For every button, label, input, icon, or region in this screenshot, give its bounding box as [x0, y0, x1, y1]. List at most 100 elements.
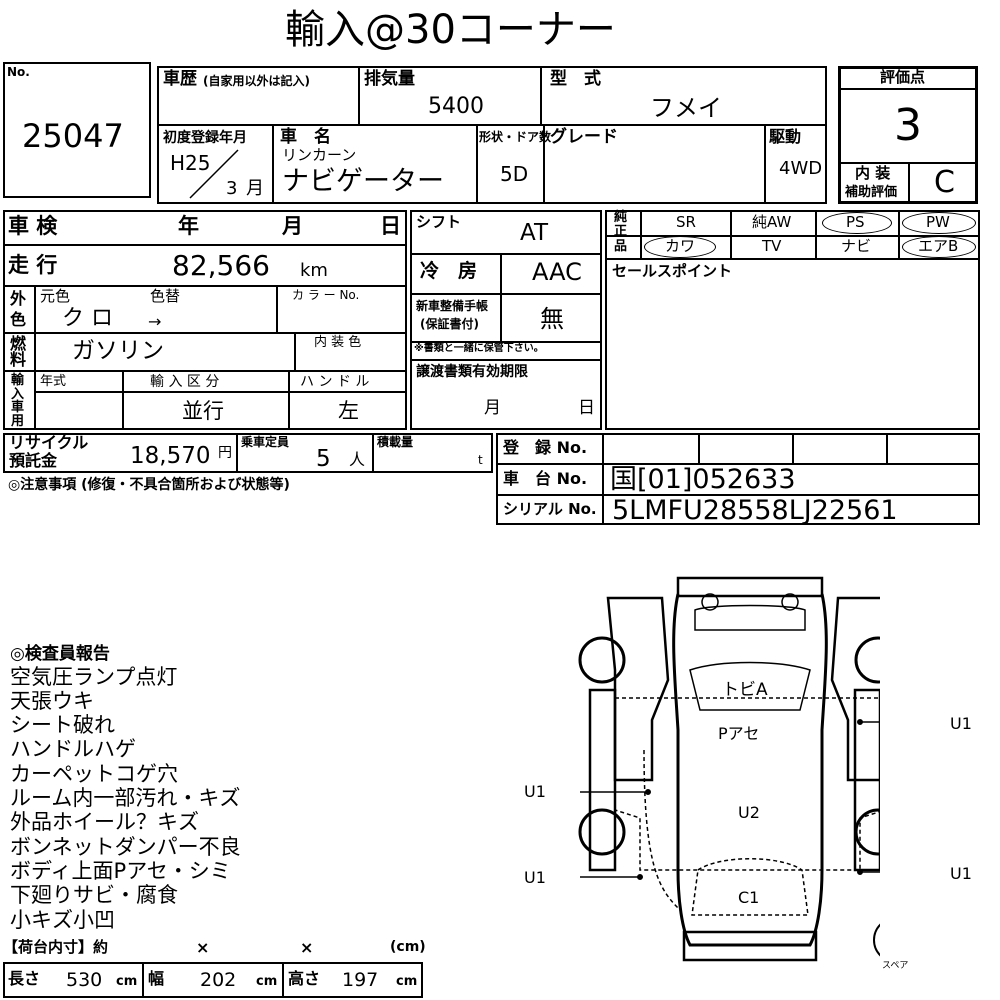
report-line: ルーム内一部汚れ・キズ: [10, 786, 241, 810]
interior-color-label: 内 装 色: [314, 335, 362, 350]
cargo-height-label: 高さ: [288, 969, 321, 988]
cargo-times-1: ×: [196, 938, 210, 957]
import-vehicle-label: 輸入車用: [11, 373, 25, 429]
displacement-value: 5400: [428, 94, 484, 119]
lot-number: 25047: [22, 117, 124, 155]
color-value: ク ロ: [62, 306, 113, 331]
recycle-row: [3, 433, 493, 473]
equipment-sr: SR: [676, 213, 696, 231]
transfer-month-label: 月: [484, 398, 501, 418]
diagram-left-rear-mark: U1: [524, 868, 546, 887]
interior-grade-label-1: 内 装: [855, 164, 891, 182]
diagram-right-rear-mark: U1: [950, 864, 972, 883]
fuel-value: ガソリン: [72, 338, 164, 364]
cargo-width-value: 202: [200, 969, 237, 991]
ac-label: 冷 房: [420, 260, 478, 282]
first-registration-label: 初度登録年月: [163, 130, 247, 146]
color-number-label: カ ラ ー No.: [292, 288, 360, 302]
handle-label: ハ ン ド ル: [300, 374, 370, 390]
chassis-number-value: 国[01]052633: [610, 464, 796, 495]
cargo-title: 【荷台内寸】約: [3, 938, 109, 956]
middle-spec-table: [410, 210, 602, 430]
equipment-pw-circle: [902, 212, 976, 234]
serial-number-value: 5LMFU28558LJ22561: [612, 495, 898, 526]
spec-table: [3, 210, 407, 430]
cargo-height-value: 197: [342, 969, 379, 991]
manual-label-1: 新車整備手帳: [416, 299, 489, 313]
inspection-label: 車 検: [8, 214, 58, 238]
cargo-width-label: 幅: [148, 969, 165, 988]
registration-number-label: 登 録 No.: [503, 438, 588, 457]
diagram-spare-label: スペア: [882, 961, 909, 971]
inspection-day-label: 日: [380, 214, 401, 238]
capacity-label: 乗車定員: [241, 435, 290, 449]
equipment-tv: TV: [762, 237, 782, 255]
cargo-length-unit: cm: [116, 974, 138, 989]
interior-grade-value: C: [934, 165, 955, 200]
displacement-label: 排気量: [364, 69, 415, 89]
serial-number-label: シリアル No.: [503, 500, 597, 518]
recycle-fee-value: 18,570: [130, 443, 211, 469]
sales-point-label: セールスポイント: [612, 262, 733, 280]
diagram-right-front-mark: U1: [950, 714, 972, 733]
equipment-leather-circle: [644, 236, 716, 258]
car-name-label: 車 名: [280, 127, 331, 147]
genuine-parts-label: 純正品: [614, 210, 628, 254]
notes-label: ◎注意事項 (修復・不具合箇所および状態等): [8, 477, 290, 493]
drive-value: 4WD: [779, 158, 823, 179]
report-line: 天張ウキ: [10, 689, 94, 713]
diagram-left-center-mark: U1: [524, 782, 546, 801]
import-type-value: 並行: [182, 399, 224, 423]
fuel-label-1: 燃: [10, 334, 27, 353]
report-line: 下廻りサビ・腐食: [10, 883, 178, 907]
cargo-unit: (cm): [390, 939, 426, 955]
grade-label: グレード: [550, 127, 618, 147]
inspection-month-label: 月: [282, 214, 303, 238]
mileage-label: 走 行: [8, 253, 58, 277]
model-label: 型 式: [550, 69, 601, 89]
door-count: 5D: [500, 162, 529, 186]
registration-table: [496, 433, 980, 525]
body-type-label: 形状・ドア数: [479, 130, 552, 144]
capacity-unit: 人: [349, 450, 366, 469]
recycle-label-2: 預託金: [9, 451, 58, 470]
history-label: 車歴: [163, 69, 197, 89]
manual-value: 無: [540, 305, 564, 333]
load-unit: t: [478, 453, 483, 467]
equipment-pw: PW: [926, 213, 950, 231]
recycle-fee-unit: 円: [218, 445, 232, 461]
report-line: 空気圧ランプ点灯: [10, 665, 178, 689]
shift-label: シフト: [416, 213, 462, 231]
fuel-label-2: 料: [10, 350, 27, 369]
repaint-arrow: →: [148, 312, 162, 331]
equipment-ps: PS: [846, 213, 865, 231]
handle-value: 左: [338, 399, 359, 423]
shift-value: AT: [520, 220, 548, 246]
diagram-rear-mark: C1: [738, 888, 760, 907]
page-title: 輸入@30コーナー: [285, 7, 616, 53]
car-name-value: ナビゲーター: [282, 166, 444, 197]
report-line: ボディ上面Pアセ・シミ: [10, 859, 231, 883]
report-line: ボンネットダンパー不良: [10, 835, 241, 859]
diagram-hood-mark: Pアセ: [718, 724, 760, 743]
report-line: カーペットコゲ穴: [10, 762, 178, 786]
equipment-ps-circle: [822, 212, 892, 234]
equipment-alloy-wheel: 純AW: [752, 213, 792, 231]
manual-label-2: (保証書付): [420, 317, 479, 331]
diagram-center-mark: U2: [738, 803, 760, 822]
vehicle-info-grid: [157, 66, 827, 204]
cargo-times-2: ×: [300, 938, 314, 957]
cargo-length-value: 530: [66, 969, 103, 991]
repaint-label: 色替: [150, 287, 181, 305]
original-color-label: 元色: [40, 287, 71, 305]
transfer-deadline-label: 譲渡書類有効期限: [416, 364, 528, 380]
score-value: 3: [894, 100, 922, 151]
interior-grade-label-2: 補助評価: [845, 185, 898, 200]
lot-number-box: [3, 62, 151, 198]
cargo-dimension-table: [3, 962, 423, 998]
score-label: 評価点: [880, 68, 926, 86]
exterior-label-1: 外: [10, 289, 27, 308]
inspection-year-label: 年: [178, 214, 199, 238]
load-label: 積載量: [377, 435, 414, 449]
first-registration-month: 3: [226, 178, 238, 199]
